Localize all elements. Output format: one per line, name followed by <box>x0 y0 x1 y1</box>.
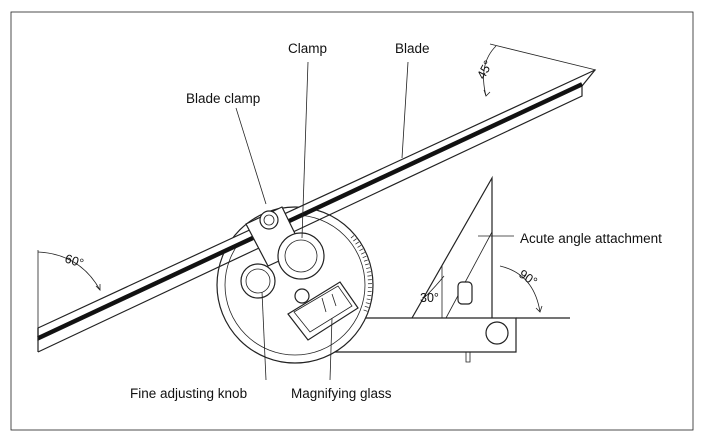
dial-tick <box>367 294 372 297</box>
dial-tick <box>363 259 368 262</box>
dial-scale <box>350 235 372 312</box>
dial-tick <box>365 302 370 304</box>
diagram-border <box>10 11 694 431</box>
dial-tick <box>355 241 360 245</box>
magnifying-glass <box>287 281 359 341</box>
dial-tick <box>361 252 365 255</box>
label-acute-angle-attachment: Acute angle attachment <box>520 231 662 246</box>
label-angle-60: 60° <box>63 252 85 271</box>
label-blade: Blade <box>395 41 430 56</box>
stock-screw <box>485 321 509 345</box>
label-blade-clamp: Blade clamp <box>186 91 260 106</box>
blade-clamp <box>259 210 279 230</box>
dial-tick <box>366 267 371 269</box>
leader-lines <box>235 61 514 381</box>
dial-tick <box>362 255 367 258</box>
dial-tick <box>357 245 362 248</box>
dial-tick <box>366 298 371 301</box>
label-clamp: Clamp <box>288 41 327 56</box>
dial-tick <box>359 248 364 252</box>
label-angle-90: 90° <box>516 267 540 289</box>
dial-tick <box>365 263 370 266</box>
clamp-knob <box>277 232 325 280</box>
label-angle-30: 30° <box>420 291 439 305</box>
dial-tick <box>366 271 371 273</box>
label-magnifying-glass: Magnifying glass <box>291 386 392 401</box>
label-angle-45: 45° <box>474 58 495 81</box>
dial-tick <box>350 235 355 239</box>
dial-tick <box>353 238 357 242</box>
angle-arcs <box>37 43 597 328</box>
dial-tick <box>364 306 369 308</box>
blade <box>37 69 596 353</box>
dial-tick <box>363 309 368 312</box>
label-fine-adjusting-knob: Fine adjusting knob <box>130 386 247 401</box>
